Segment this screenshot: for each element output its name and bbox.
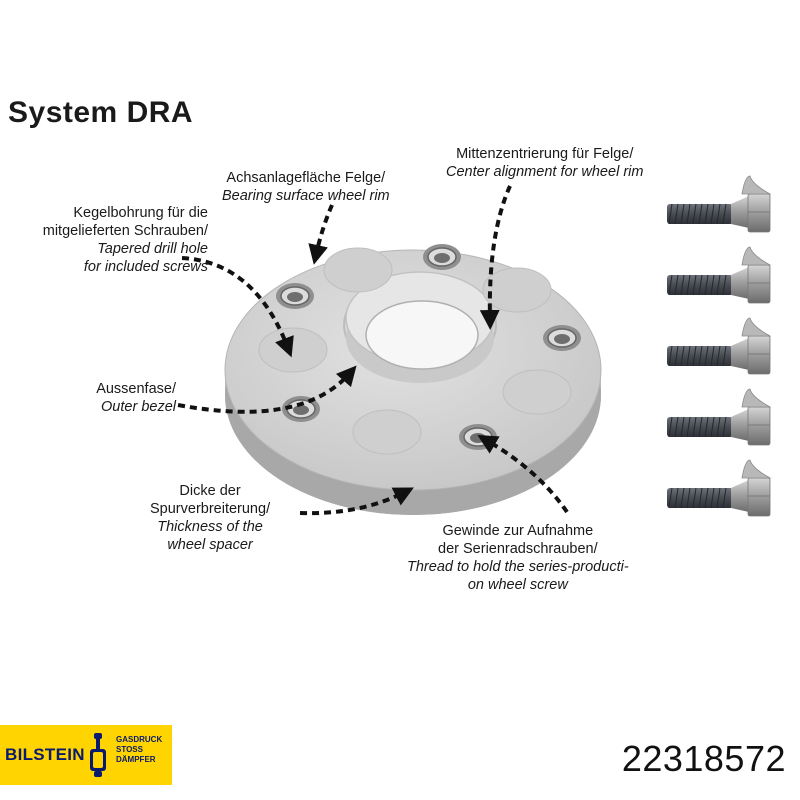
arrow-tapered-hole bbox=[181, 256, 294, 358]
shock-absorber-icon bbox=[90, 733, 106, 777]
arrow-bearing-surface bbox=[308, 204, 334, 265]
part-number: 22318572 bbox=[621, 738, 786, 779]
wheel-bolt bbox=[667, 246, 772, 304]
label-thread: Gewinde zur Aufnahme der Serienradschrau… bbox=[407, 523, 629, 593]
arrow-thickness bbox=[299, 487, 414, 516]
threaded-hole bbox=[423, 244, 461, 270]
wheel-bolt bbox=[667, 459, 772, 517]
wheel-bolt bbox=[667, 317, 772, 375]
recessed-hole bbox=[502, 369, 572, 415]
arrow-outer-bezel bbox=[177, 365, 357, 414]
spacer-disc bbox=[224, 244, 602, 515]
diagram-title: System DRA bbox=[8, 96, 194, 129]
threaded-hole bbox=[276, 283, 314, 309]
wheel-bolts bbox=[667, 175, 772, 517]
wheel-bolt bbox=[667, 175, 772, 233]
logo-tagline: GASDRUCK STOSS DÄMPFER bbox=[116, 735, 163, 764]
threaded-hole bbox=[459, 424, 497, 450]
label-thickness: Dicke der Spurverbreiterung/ Thickness o… bbox=[150, 483, 271, 553]
arrow-thread bbox=[477, 435, 569, 514]
recessed-hole bbox=[258, 327, 328, 373]
logo-brand: BILSTEIN bbox=[5, 745, 85, 764]
recessed-hole bbox=[323, 247, 393, 293]
bilstein-logo: BILSTEIN GASDRUCK STOSS DÄMPFER bbox=[0, 725, 172, 785]
label-tapered-hole: Kegelbohrung für die mitgelieferten Schr… bbox=[42, 205, 208, 275]
leader-arrows bbox=[177, 185, 569, 516]
wheel-bolt bbox=[667, 388, 772, 446]
threaded-hole bbox=[543, 325, 581, 351]
recessed-hole bbox=[352, 409, 422, 455]
label-outer-bezel: Aussenfase/ Outer bezel bbox=[96, 381, 176, 415]
label-center-alignment: Mittenzentrierung für Felge/ Center alig… bbox=[446, 146, 644, 180]
label-bearing-surface: Achsanlagefläche Felge/ Bearing surface … bbox=[222, 170, 390, 204]
arrow-center-alignment bbox=[479, 185, 512, 330]
recessed-hole bbox=[482, 267, 552, 313]
